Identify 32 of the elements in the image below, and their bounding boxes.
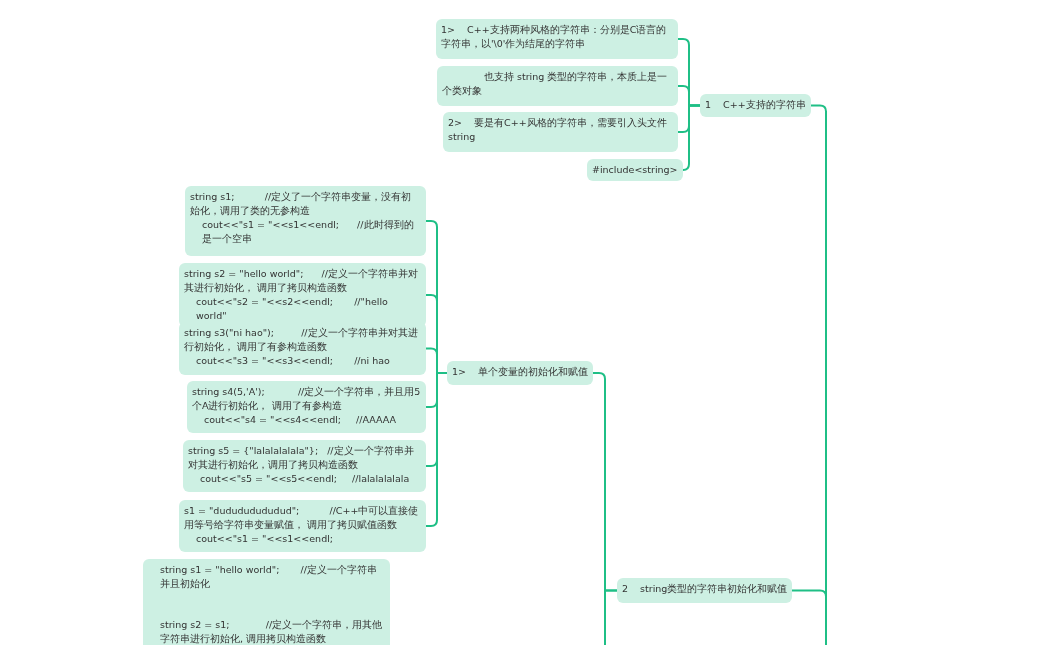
- code-note-box: [185, 186, 426, 256]
- topic-box: [443, 112, 678, 152]
- code-line: string s1 = "hello world"; //定义一个字符串并且初始化: [159, 563, 378, 591]
- topic-text: 2 string类型的字符串初始化和赋值: [622, 582, 788, 596]
- topic-box: [700, 94, 811, 117]
- output-line: cout<<"s3 = "<<s3<<endl; //ni hao: [195, 354, 391, 368]
- output-line: cout<<"s2 = "<<s2<<endl; //"hello world": [195, 295, 389, 323]
- branch-line: [791, 589, 827, 645]
- code-note-box: [183, 440, 426, 492]
- output-line: cout<<"s1 = "<<s1<<endl; //此时得到的是一个空串: [201, 218, 415, 246]
- topic-box: [447, 361, 594, 385]
- topic-box: [587, 159, 683, 181]
- topic-box: [436, 19, 678, 59]
- topic-text: 也支持 string 类型的字符串，本质上是一个类对象: [442, 70, 669, 98]
- topic-text: 1 C++支持的字符串: [705, 98, 806, 112]
- output-line: cout<<"s4 = "<<s4<<endl; //AAAAA: [203, 413, 398, 427]
- topic-text: 2> 要是有C++风格的字符串，需要引入头文件 string: [448, 116, 668, 144]
- topic-text: 1> C++支持两种风格的字符串：分别是C语言的字符串，以'\0'作为结尾的字符串: [441, 23, 668, 51]
- code-note-box: [179, 322, 426, 375]
- code-note-box: [187, 381, 426, 433]
- topic-text: #include<string>: [592, 163, 678, 177]
- topic-box: [437, 66, 678, 106]
- topic-box: [617, 578, 793, 603]
- code-note-box: [143, 559, 390, 645]
- code-note-box: [179, 500, 426, 552]
- branch-line: [604, 589, 618, 645]
- output-line: cout<<"s5 = "<<s5<<endl; //lalalalalala: [199, 472, 411, 486]
- topic-text: 1> 单个变量的初始化和赋值: [452, 365, 589, 379]
- output-line: string s2 = s1; //定义一个字符串，用其他字符串进行初始化, 调用拷贝构造函数: [159, 618, 384, 645]
- branch-line: [682, 104, 701, 171]
- output-line: cout<<"s1 = "<<s1<<endl;: [195, 532, 334, 546]
- branch-line: [425, 372, 448, 527]
